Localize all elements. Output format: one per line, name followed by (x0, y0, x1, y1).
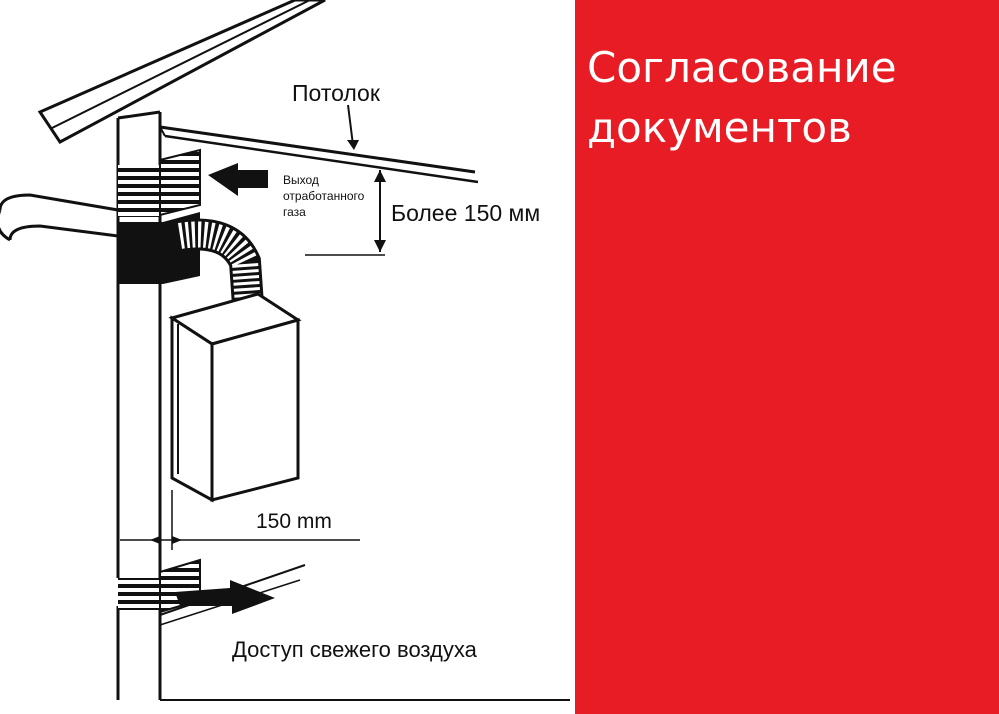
ceiling-distance-dimension (305, 170, 386, 256)
min-distance-label: Более 150 мм (391, 200, 541, 226)
panel-title: Согласование документов (587, 43, 897, 152)
gas-boiler (168, 292, 302, 503)
ceiling-label: Потолок (292, 80, 380, 106)
side-distance-label: 150 mm (256, 510, 332, 533)
ceiling-leader-head (347, 140, 359, 150)
fresh-air-label: Доступ свежего воздуха (232, 637, 477, 662)
outside-pipe (0, 193, 119, 242)
fresh-air-arrow (175, 580, 275, 614)
side-distance-dimension (120, 390, 360, 550)
exhaust-arrow (208, 163, 268, 196)
title-panel: Согласование документов (575, 0, 999, 714)
flue-collar (118, 222, 163, 284)
installation-diagram: Потолок Выход отработанного газа Более 1… (0, 0, 570, 701)
exhaust-grille (118, 148, 201, 217)
diagram-drawing (0, 0, 570, 701)
roof (37, 0, 326, 144)
flexible-flue (177, 218, 264, 307)
ceiling-leader (347, 104, 354, 146)
exhaust-label: Выход отработанного газа (283, 173, 365, 219)
